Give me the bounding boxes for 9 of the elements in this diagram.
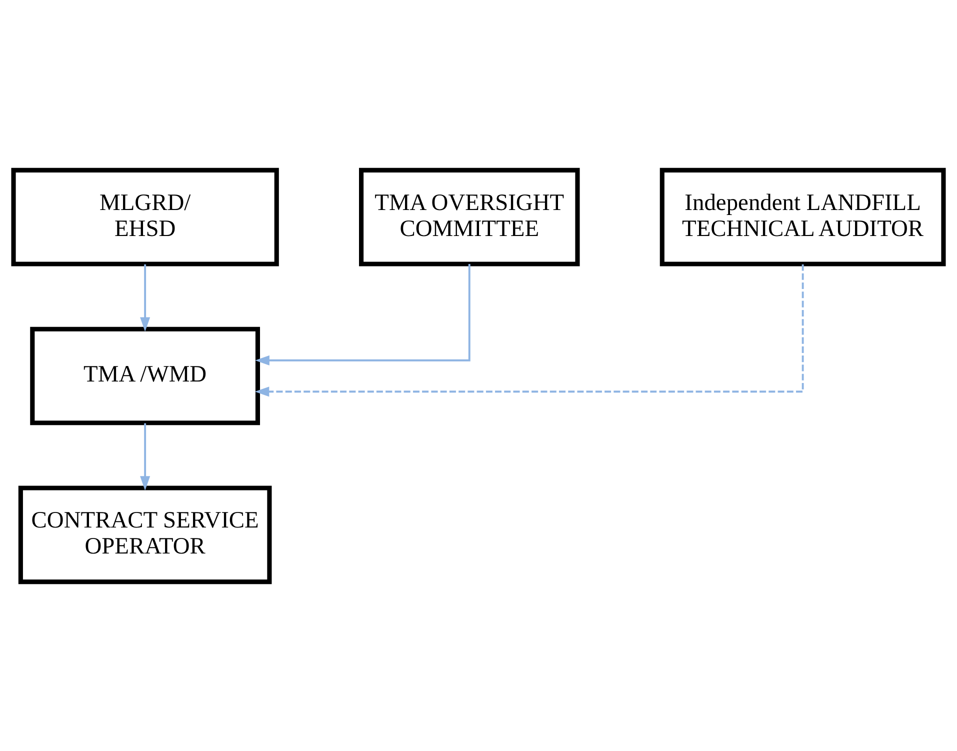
node-box: TMA OVERSIGHT COMMITTEE <box>359 167 580 266</box>
node-box: Independent LANDFILL TECHNICAL AUDITOR <box>660 167 946 266</box>
arrow <box>140 264 150 332</box>
arrow <box>140 422 150 490</box>
arrow <box>254 264 804 396</box>
node-box: TMA /WMD <box>30 326 260 425</box>
arrow <box>255 264 470 365</box>
node-box: MLGRD/ EHSD <box>11 167 279 266</box>
node-box: CONTRACT SERVICE OPERATOR <box>18 485 272 584</box>
